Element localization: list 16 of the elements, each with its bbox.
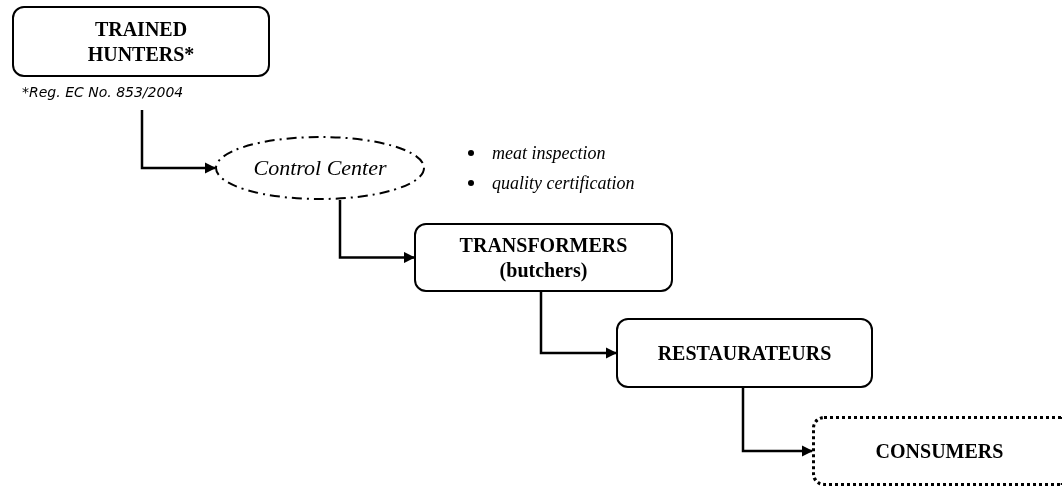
- bullet-text: meat inspection: [492, 142, 606, 165]
- arrow: [741, 388, 814, 457]
- node-label: TRAINED HUNTERS*: [86, 16, 196, 67]
- process-box: [616, 318, 873, 388]
- node-label: TRANSFORMERS (butchers): [458, 232, 629, 283]
- process-box: [414, 223, 673, 292]
- footnote: *Reg. EC No. 853/2004: [22, 84, 184, 100]
- dotted-box: [812, 416, 1062, 486]
- process-box: [12, 6, 270, 77]
- node-label: CONSUMERS: [875, 438, 1004, 464]
- bullet-text: quality certification: [492, 172, 635, 195]
- node-label: Control Center: [253, 155, 387, 181]
- arrow: [539, 292, 618, 359]
- arrow: [338, 200, 416, 264]
- arrow: [140, 110, 217, 174]
- node-label: RESTAURATEURS: [657, 340, 832, 366]
